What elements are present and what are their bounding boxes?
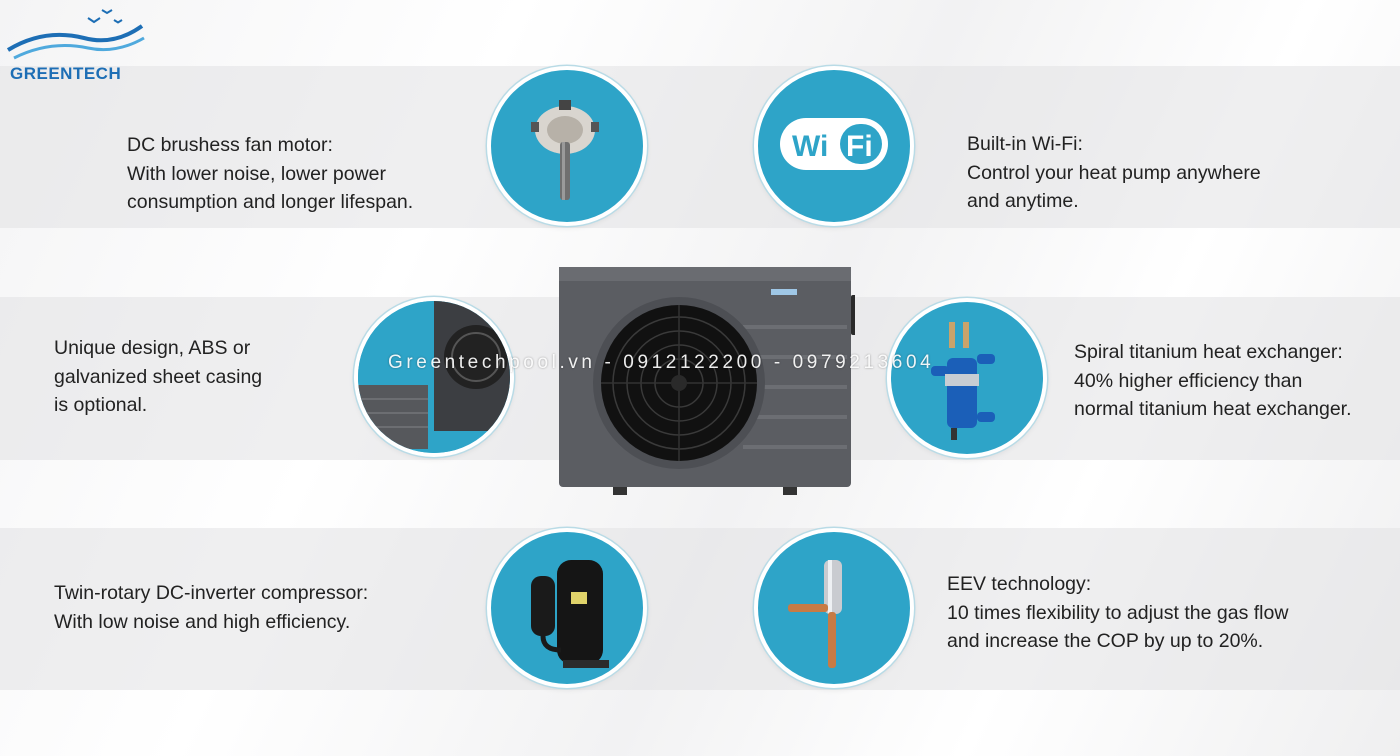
feature-line: consumption and longer lifespan.: [127, 191, 414, 213]
feature-line: and increase the COP by up to 20%.: [947, 630, 1264, 652]
feature-band-top: [0, 66, 1400, 228]
feature-text-compressor: Twin-rotary DC-inverter compressor: With…: [54, 579, 368, 636]
fan-motor-icon: [531, 100, 599, 200]
feature-heading: Unique design, ABS or: [54, 337, 251, 359]
waves-birds-icon: [6, 9, 145, 60]
feature-heading: Spiral titanium heat exchanger:: [1074, 341, 1343, 363]
wifi-circle: Wi Fi: [754, 66, 914, 226]
watermark-text: Greentechpool.vn - 0912122200 - 09792136…: [388, 352, 935, 373]
feature-line: With low noise and high efficiency.: [54, 610, 351, 633]
brand-name: GREENTECH: [10, 64, 122, 83]
feature-text-wifi: Built-in Wi-Fi: Control your heat pump a…: [967, 130, 1261, 216]
feature-line: galvanized sheet casing: [54, 365, 263, 388]
feature-line: 40% higher efficiency than: [1074, 369, 1303, 392]
feature-text-exchanger: Spiral titanium heat exchanger: 40% high…: [1074, 338, 1352, 424]
feature-line: and anytime.: [967, 190, 1079, 212]
feature-heading: DC brushess fan motor:: [127, 134, 333, 156]
eev-valve-icon: [788, 560, 842, 668]
feature-line: normal titanium heat exchanger.: [1074, 398, 1352, 420]
heat-pump-image: [559, 267, 855, 495]
heat-pump-unit: [557, 265, 855, 497]
feature-heading: EEV technology:: [947, 573, 1092, 595]
svg-text:Fi: Fi: [846, 130, 873, 163]
feature-line: 10 times flexibility to adjust the gas f…: [947, 601, 1289, 624]
feature-text-casing: Unique design, ABS or galvanized sheet c…: [54, 334, 262, 420]
wifi-icon: Wi Fi: [780, 118, 888, 170]
feature-line: is optional.: [54, 394, 148, 416]
fan-motor-circle: [487, 66, 647, 226]
svg-text:Wi: Wi: [792, 130, 828, 163]
feature-heading: Twin-rotary DC-inverter compressor:: [54, 582, 369, 604]
heat-exchanger-icon: [931, 322, 995, 440]
compressor-icon: [531, 560, 609, 668]
feature-text-eev: EEV technology: 10 times flexibility to …: [947, 570, 1288, 656]
feature-text-fan-motor: DC brushess fan motor: With lower noise,…: [127, 131, 413, 217]
feature-line: Control your heat pump anywhere: [967, 161, 1261, 184]
brand-logo: GREENTECH: [4, 4, 149, 83]
feature-line: With lower noise, lower power: [127, 162, 387, 185]
feature-heading: Built-in Wi-Fi:: [967, 133, 1083, 155]
compressor-circle: [487, 528, 647, 688]
exchanger-circle: [887, 298, 1047, 458]
eev-circle: [754, 528, 914, 688]
feature-band-bottom: [0, 528, 1400, 690]
casing-icon: [358, 301, 510, 453]
casing-circle: [354, 297, 514, 457]
